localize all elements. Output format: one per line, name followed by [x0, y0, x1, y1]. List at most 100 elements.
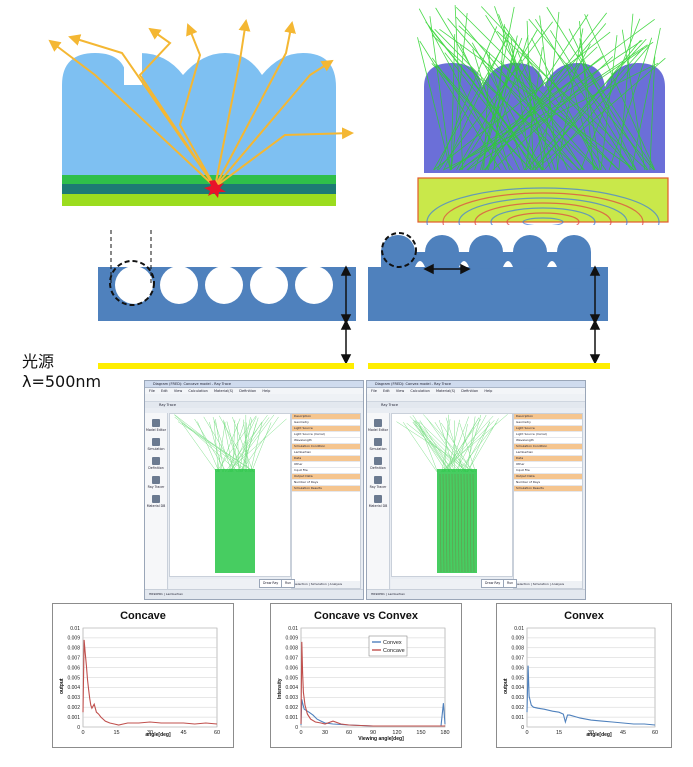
sidebar-item-model-editor[interactable]: Model Editor: [145, 419, 167, 432]
chart-xlabel: angle[deg]: [586, 732, 612, 738]
series-line-concave: [300, 641, 445, 727]
light-source-label: 光源 λ=500nm: [22, 352, 101, 392]
y-tick-label: 0.004: [511, 685, 524, 691]
sidebar-item-ray-tracer[interactable]: Ray Tracer: [367, 476, 389, 489]
tab-analysis[interactable]: Analysis: [551, 582, 565, 586]
sidebar-item-material-db[interactable]: Material DB: [367, 495, 389, 508]
window-title: Diagram (FRED): Concave model - Ray Trac…: [145, 381, 363, 388]
x-tick-label: 45: [180, 730, 186, 736]
ray-trace-view[interactable]: [391, 413, 513, 577]
ray-trace-render: [396, 414, 508, 573]
menu-material[interactable]: Material(S): [435, 389, 456, 393]
y-tick-label: 0.004: [285, 685, 298, 691]
y-tick-label: 0: [521, 725, 524, 731]
x-tick-label: 60: [652, 730, 658, 736]
menu-view[interactable]: View: [173, 389, 183, 393]
x-tick-label: 90: [370, 730, 376, 736]
run-button[interactable]: Run: [281, 579, 296, 588]
chart-plot: 00.0010.0020.0030.0040.0050.0060.0070.00…: [67, 626, 220, 736]
x-tick-label: 60: [346, 730, 352, 736]
menu-file[interactable]: File: [149, 389, 155, 393]
status-bar: HR90PR1 | Lambertian: [367, 589, 585, 599]
tab-simulation[interactable]: Simulation: [310, 582, 327, 586]
menu-definition[interactable]: Definition: [239, 389, 257, 393]
light-rays: [48, 19, 354, 188]
series-line-data: [82, 639, 218, 726]
menu-edit[interactable]: Edit: [382, 389, 390, 393]
tab-selection[interactable]: Selection: [294, 582, 308, 586]
tab-simulation[interactable]: Simulation: [532, 582, 549, 586]
light-source-bar: [98, 363, 354, 369]
y-tick-label: 0.01: [514, 626, 524, 632]
x-tick-label: 120: [392, 730, 401, 736]
y-tick-label: 0.006: [511, 665, 524, 671]
light-source-label-cn: 光源: [22, 352, 55, 371]
legend-label: Concave: [383, 648, 405, 654]
run-button[interactable]: Run: [503, 579, 518, 588]
interference-pattern: [417, 177, 669, 223]
menu-help[interactable]: Help: [262, 389, 271, 393]
software-window-concave: Diagram (FRED): Concave model - Ray Trac…: [144, 380, 364, 600]
concave-lens-ray-diagram: [48, 19, 354, 206]
menu-edit[interactable]: Edit: [160, 389, 168, 393]
sidebar-item-model-editor[interactable]: Model Editor: [367, 419, 389, 432]
x-tick-label: 45: [620, 730, 626, 736]
highlight-circle-convex: [381, 232, 417, 268]
draw-ray-button[interactable]: Draw Ray: [481, 579, 505, 588]
y-tick-label: 0.009: [285, 636, 298, 642]
menu-material[interactable]: Material(S): [213, 389, 234, 393]
sidebar-item-simulation[interactable]: Simulation: [367, 438, 389, 451]
sidebar-item-material-db[interactable]: Material DB: [145, 495, 167, 508]
properties-panel: Description Geometry Light Source Light …: [291, 413, 361, 589]
sidebar-item-simulation[interactable]: Simulation: [145, 438, 167, 451]
tab-ray-trace[interactable]: Ray Trace: [381, 403, 398, 407]
menu-calculation[interactable]: Calculation: [410, 389, 430, 393]
sidebar-item-definition[interactable]: Definition: [145, 457, 167, 470]
simulated-rays: [417, 5, 666, 171]
y-tick-label: 0.008: [67, 646, 80, 652]
convex-structure-diagram: [368, 232, 610, 369]
x-tick-label: 15: [113, 730, 119, 736]
toolbar: [145, 394, 363, 402]
menu-help[interactable]: Help: [484, 389, 493, 393]
x-tick-label: 60: [214, 730, 220, 736]
ray-trace-view[interactable]: [169, 413, 291, 577]
sidebar-item-definition[interactable]: Definition: [367, 457, 389, 470]
menu-definition[interactable]: Definition: [461, 389, 479, 393]
y-tick-label: 0.001: [67, 715, 80, 721]
chart-xlabel: angle[deg]: [145, 732, 171, 738]
y-tick-label: 0.004: [67, 685, 80, 691]
legend: [368, 635, 408, 657]
chart-plot: 00.0010.0020.0030.0040.0050.0060.0070.00…: [511, 626, 658, 736]
y-tick-label: 0.006: [285, 665, 298, 671]
y-tick-label: 0.008: [511, 646, 524, 652]
y-tick-label: 0.01: [288, 626, 298, 632]
light-source-bar-convex: [368, 363, 610, 369]
chart-title: Concave vs Convex: [314, 610, 418, 622]
tab-selection[interactable]: Selection: [516, 582, 530, 586]
draw-ray-button[interactable]: Draw Ray: [259, 579, 283, 588]
menu-file[interactable]: File: [371, 389, 377, 393]
y-tick-label: 0.005: [285, 675, 298, 681]
y-tick-label: 0.008: [285, 646, 298, 652]
window-title: Diagram (FRED): Convex model - Ray Trace: [367, 381, 585, 388]
menubar: File Edit View Calculation Material(S) D…: [367, 388, 585, 394]
x-tick-label: 180: [440, 730, 449, 736]
legend-label: Convex: [383, 640, 402, 646]
y-tick-label: 0.007: [511, 656, 524, 662]
y-tick-label: 0.003: [511, 695, 524, 701]
tab-analysis[interactable]: Analysis: [329, 582, 343, 586]
sidebar: Model Editor Simulation Definition Ray T…: [145, 413, 168, 589]
y-tick-label: 0.009: [67, 636, 80, 642]
menu-view[interactable]: View: [395, 389, 405, 393]
sidebar-item-ray-tracer[interactable]: Ray Tracer: [145, 476, 167, 489]
y-tick-label: 0.002: [285, 705, 298, 711]
convex-domes-blue: [381, 235, 591, 269]
concave-holes: [115, 266, 333, 304]
menu-calculation[interactable]: Calculation: [188, 389, 208, 393]
y-tick-label: 0.003: [67, 695, 80, 701]
tab-ray-trace[interactable]: Ray Trace: [159, 403, 176, 407]
ray-trace-render: [174, 414, 287, 573]
